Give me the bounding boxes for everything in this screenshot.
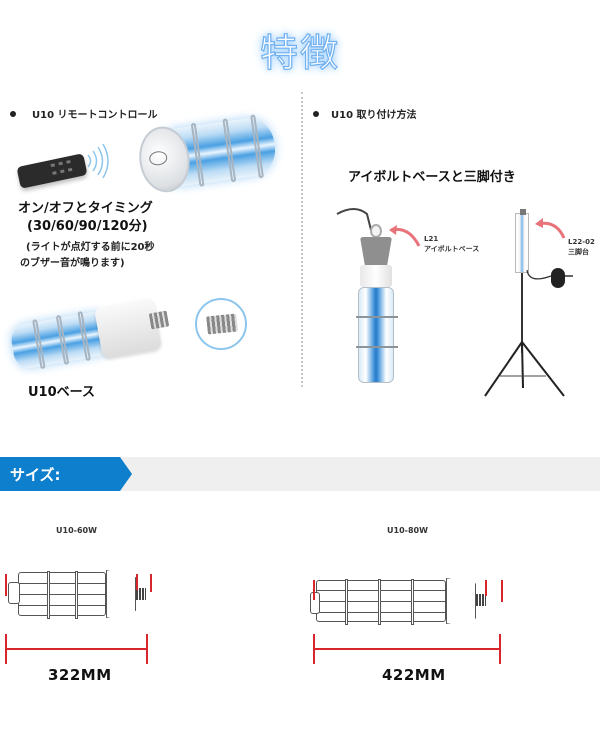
length-label-80w: 422MM [382, 666, 446, 684]
page-title: 特徴 [259, 30, 340, 75]
lamp-white-collar [360, 265, 392, 287]
dim-tick [5, 574, 7, 596]
dim-tick [150, 574, 152, 592]
eyebolt-base-image [360, 237, 392, 265]
base-label: U10ベース [28, 385, 95, 400]
size-banner-label: サイズ: [10, 466, 61, 484]
tripod-legs-image [484, 341, 565, 397]
tripod-pole [521, 273, 523, 353]
arrow-eyebolt-icon [389, 225, 421, 247]
arrow-tripod-icon [535, 218, 566, 239]
feature-note-line1: (ライトが点灯する前に20秒 [26, 242, 155, 253]
tripod-lamp-image [515, 213, 529, 273]
installation-heading: U10 取り付け方法 [313, 106, 417, 121]
callout-tripod-name: 三脚台 [568, 248, 589, 256]
diagram-lamp-80w [310, 578, 510, 626]
remote-control-image [16, 153, 88, 189]
model-label-60w: U10-60W [56, 526, 97, 535]
dim-tick [313, 580, 315, 600]
installation-heading-text: U10 取り付け方法 [331, 110, 417, 121]
lamp-remote-image [131, 108, 289, 198]
dim-tick [136, 574, 138, 590]
feature-timing: (30/60/90/120分) [27, 219, 148, 234]
callout-tripod-code: L22-02 [568, 238, 595, 246]
screw-detail-circle [195, 298, 247, 350]
length-label-60w: 322MM [48, 666, 112, 684]
dimension-line-60w [5, 648, 148, 650]
bullet-icon [313, 110, 319, 117]
eyebolt-image [370, 224, 382, 238]
dim-tick [501, 580, 503, 602]
callout-tripod: L22-02 三脚台 [568, 237, 595, 257]
diagram-lamp-60w [4, 570, 154, 620]
tripod-lamp-top [520, 209, 526, 215]
cord-reel-image [551, 268, 565, 288]
model-label-80w: U10-80W [387, 526, 428, 535]
dimension-line-80w [313, 648, 501, 650]
wireless-signal-icon [87, 143, 109, 179]
remote-control-heading: U10 リモートコントロール [10, 106, 158, 121]
size-banner-tab [0, 457, 132, 491]
section-divider [301, 92, 303, 387]
screw-socket-image [148, 310, 170, 330]
bullet-icon [10, 110, 16, 117]
power-cord-image [336, 208, 372, 231]
installation-subtitle: アイボルトベースと三脚付き [348, 170, 516, 185]
hanging-lamp-image [356, 287, 398, 383]
callout-eyebolt-code: L21 [424, 235, 439, 243]
callout-eyebolt: L21 アイボルトベース [424, 234, 479, 254]
feature-note-line2: のブザー音が鳴ります) [20, 258, 125, 269]
tripod-cord-image [526, 269, 573, 280]
feature-title: オン/オフとタイミング [18, 201, 153, 216]
callout-eyebolt-name: アイボルトベース [424, 245, 480, 253]
remote-control-heading-text: U10 リモートコントロール [32, 110, 158, 121]
dim-tick [485, 580, 487, 596]
